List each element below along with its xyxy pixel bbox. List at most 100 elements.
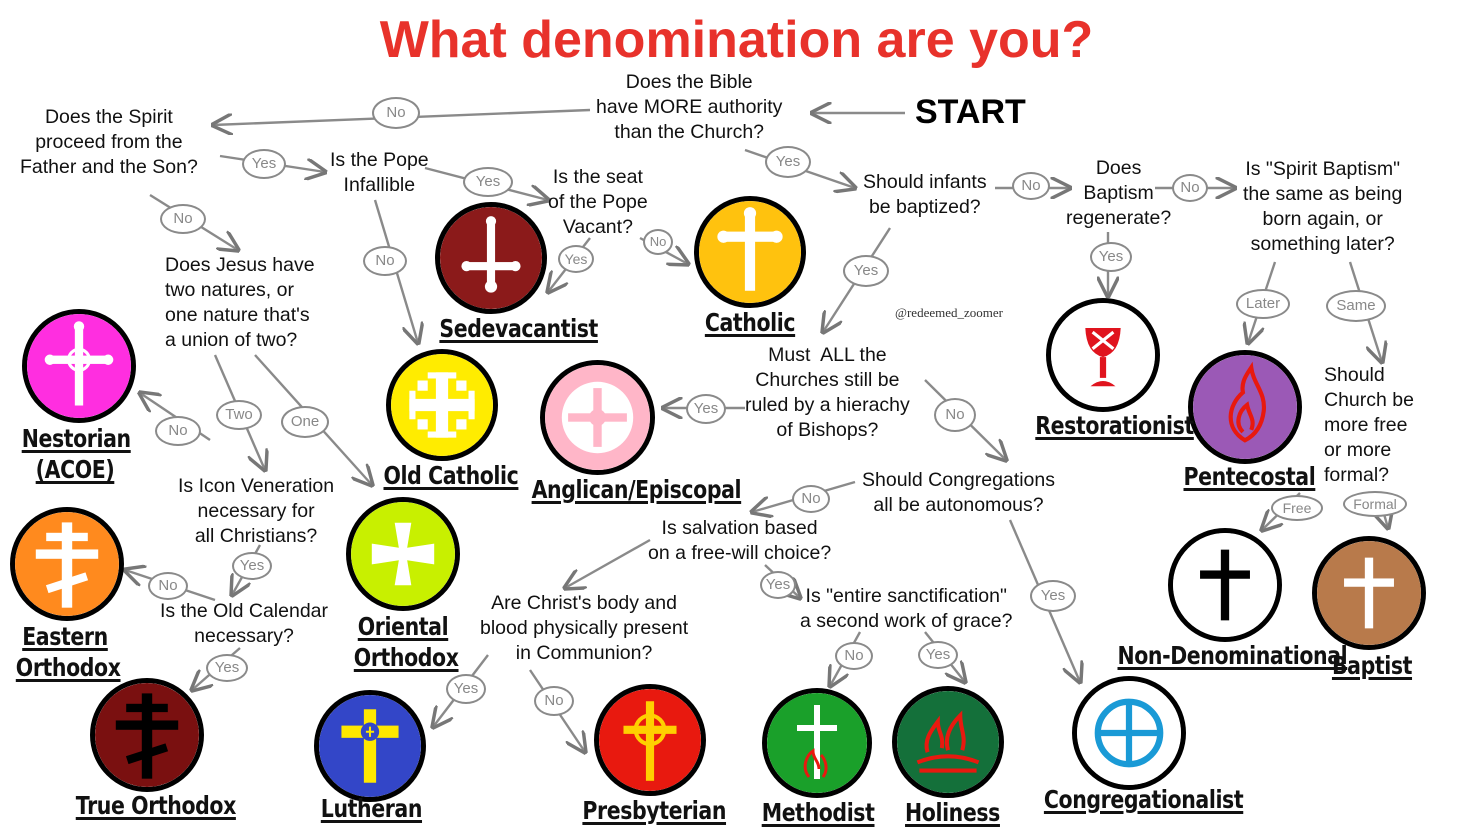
celtic-cross-icon <box>623 701 677 781</box>
plain-cross-icon <box>1344 557 1394 629</box>
answer-free-pill: Free <box>1271 495 1323 521</box>
answer-no-pill: No <box>835 642 873 670</box>
question-spirit-procession: Does the Spirit proceed from the Father … <box>20 106 198 178</box>
question-free-will: Is salvation based on a free-will choice… <box>648 517 832 564</box>
answer-yes-pill: Yes <box>206 654 248 682</box>
label-oriental-orthodox: Oriental Orthodox <box>353 612 459 672</box>
flame-icon <box>1228 361 1266 443</box>
question-bishops: Must ALL the Churches still be ruled by … <box>745 344 910 441</box>
anglican-emblem <box>540 360 655 475</box>
congregationalist-emblem <box>1072 676 1186 790</box>
luther-cross-icon <box>341 709 399 783</box>
lutheran-emblem <box>314 690 426 802</box>
sedevacantist-emblem <box>435 202 547 314</box>
answer-no-pill: No <box>934 398 976 432</box>
eastern-orthodox-emblem <box>10 507 124 621</box>
circled-cross-icon <box>1094 698 1164 768</box>
answer-yes-pill: Yes <box>843 255 889 287</box>
chalice-icon <box>1085 327 1121 387</box>
question-spirit-baptism: Is "Spirit Baptism" the same as being bo… <box>1243 158 1403 255</box>
nestorian-cross-icon <box>44 321 114 406</box>
answer-no-pill: No <box>148 572 188 600</box>
baptist-emblem <box>1312 536 1426 650</box>
non-denominational-emblem <box>1168 528 1282 642</box>
plain-cross-icon <box>1200 549 1250 621</box>
arrow-freewill-no <box>565 538 651 588</box>
answer-formal-pill: Formal <box>1343 491 1407 517</box>
answer-one-pill: One <box>281 406 329 438</box>
label-holiness: Holiness <box>905 798 1000 827</box>
answer-yes-pill: Yes <box>463 167 513 197</box>
question-bible-authority: Does the Bible have MORE authority than … <box>596 71 783 143</box>
answer-no-pill: No <box>372 97 420 129</box>
label-presbyterian: Presbyterian <box>582 796 727 825</box>
answer-yes-pill: Yes <box>760 571 796 599</box>
answer-two-pill: Two <box>216 400 262 430</box>
answer-yes-pill: Yes <box>1030 580 1076 612</box>
author-handle: @redeemed_zoomer <box>895 305 1003 320</box>
answer-yes-pill: Yes <box>242 149 286 179</box>
true-orthodox-emblem <box>90 678 204 792</box>
question-baptism-regenerate: Does Baptism regenerate? <box>1066 157 1172 229</box>
answer-yes-pill: Yes <box>918 641 958 669</box>
answer-no-pill: No <box>155 416 201 446</box>
question-pope-infallible: Is the Pope Infallible <box>330 149 429 196</box>
answer-yes-pill: Yes <box>558 245 594 273</box>
label-old-catholic: Old Catholic <box>383 461 519 490</box>
answer-no-pill: No <box>1172 174 1208 202</box>
question-autonomous: Should Congregations all be autonomous? <box>862 469 1055 516</box>
label-pentecostal: Pentecostal <box>1183 462 1316 491</box>
label-catholic: Catholic <box>704 308 796 337</box>
answer-yes-pill: Yes <box>232 552 272 580</box>
label-anglican: Anglican/Episcopal <box>531 475 742 504</box>
label-non-denominational: Non-Denominational <box>1117 641 1348 670</box>
question-sanctification: Is "entire sanctification" a second work… <box>800 585 1013 632</box>
nestorian-emblem <box>22 309 136 423</box>
answer-yes-pill: Yes <box>446 674 486 704</box>
label-sedevacantist: Sedevacantist <box>439 314 598 343</box>
dove-flame-icon <box>916 710 980 773</box>
pentecostal-emblem <box>1188 350 1302 464</box>
question-church-formal: Should Church be more free or more forma… <box>1324 364 1414 486</box>
label-baptist: Baptist <box>1331 651 1413 680</box>
label-nestorian: Nestorian (ACOE) <box>21 424 131 484</box>
answer-no-pill: No <box>160 204 206 234</box>
label-lutheran: Lutheran <box>320 794 423 823</box>
catholic-emblem <box>694 196 806 308</box>
inverted-cross-icon <box>461 216 521 293</box>
orthodox-cross-icon <box>35 522 99 608</box>
old-catholic-emblem <box>386 349 498 461</box>
cross-icon <box>717 207 783 291</box>
restorationist-emblem <box>1046 298 1160 412</box>
orthodox-cross-icon <box>115 693 179 779</box>
answer-no-pill: No <box>792 485 830 513</box>
label-true-orthodox: True Orthodox <box>75 791 237 820</box>
answer-no-pill: No <box>1012 172 1050 200</box>
question-natures: Does Jesus have two natures, or one natu… <box>165 254 315 351</box>
coptic-cross-icon <box>371 522 435 586</box>
holiness-emblem <box>892 686 1004 798</box>
question-old-calendar: Is the Old Calendar necessary? <box>160 600 329 647</box>
page-title: What denomination are you? <box>379 11 1094 69</box>
question-seat-vacant: Is the seat of the Pope Vacant? <box>548 166 648 238</box>
question-icon-veneration: Is Icon Veneration necessary for all Chr… <box>178 475 335 547</box>
methodist-emblem <box>762 688 872 798</box>
answer-no-pill: No <box>534 686 574 716</box>
label-eastern-orthodox: Eastern Orthodox <box>15 622 121 682</box>
label-methodist: Methodist <box>761 798 875 827</box>
start-label: START <box>915 93 1026 131</box>
answer-same-pill: Same <box>1326 290 1386 322</box>
question-infant-baptism: Should infants be baptized? <box>863 171 987 218</box>
cross-and-flame-icon <box>797 705 837 779</box>
label-restorationist: Restorationist <box>1035 411 1194 440</box>
answer-no-pill: No <box>363 246 407 276</box>
question-communion: Are Christ's body and blood physically p… <box>480 592 689 664</box>
answer-no-pill: No <box>643 229 673 255</box>
answer-later-pill: Later <box>1236 289 1290 319</box>
answer-yes-pill: Yes <box>765 146 811 178</box>
jerusalem-cross-icon <box>409 372 475 438</box>
answer-yes-pill: Yes <box>686 394 726 424</box>
answer-yes-pill: Yes <box>1090 242 1132 272</box>
presbyterian-emblem <box>594 684 706 796</box>
label-congregationalist: Congregationalist <box>1043 785 1244 814</box>
